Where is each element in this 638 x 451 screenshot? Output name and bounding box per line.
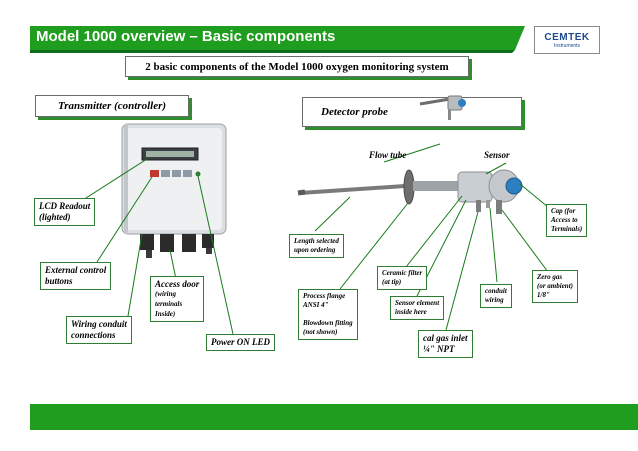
footer-band — [30, 404, 638, 430]
detector-section-title: Detector probe — [302, 97, 522, 127]
detector-probe — [297, 169, 523, 214]
label-ceramic-filter: Ceramic filter(at tip) — [377, 266, 428, 290]
logo-tagline: Instruments — [553, 42, 581, 49]
label-sensor: Sensor — [484, 150, 510, 160]
transmitter-section-title: Transmitter (controller) — [35, 95, 189, 117]
logo-name: CEMTEK — [544, 31, 590, 43]
label-zero-gas: Zero gas(or ambient)1/8" — [532, 270, 578, 303]
transmitter-enclosure — [121, 123, 227, 258]
label-flow-tube: Flow tube — [369, 150, 407, 160]
cemtek-logo: CEMTEK Instruments — [534, 26, 600, 54]
page-title: Model 1000 overview – Basic components — [36, 28, 336, 45]
label-power-led: Power ON LED — [206, 334, 275, 351]
header-band — [30, 26, 525, 53]
subtitle-box: 2 basic components of the Model 1000 oxy… — [125, 56, 469, 77]
label-lcd-readout: LCD Readout(lighted) — [34, 198, 96, 226]
label-process-flange: Process flange ANSI 4" Blowdown fitting … — [298, 289, 358, 340]
label-access-door: Access door (wiring terminals Inside) — [150, 276, 205, 322]
probe-thumbnail — [419, 95, 466, 120]
